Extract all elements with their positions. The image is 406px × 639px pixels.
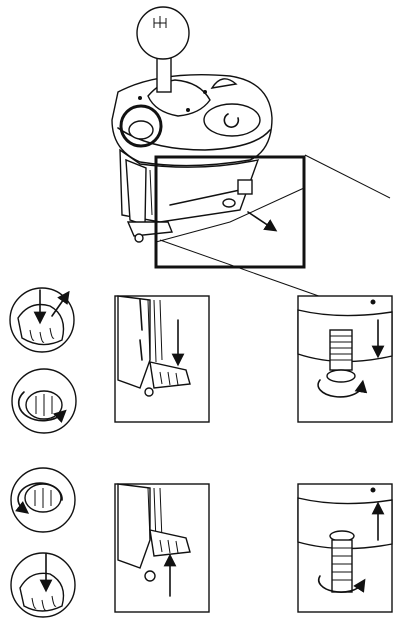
rotate-icon [317, 575, 366, 593]
clamp-arm [125, 158, 147, 226]
step-d [10, 552, 76, 618]
clamp-knob [128, 120, 154, 140]
zoom-frame [154, 155, 306, 269]
bolt-tighten-panel [297, 295, 393, 423]
table-edge-line [304, 154, 391, 199]
clamp-knob-callout [119, 104, 163, 148]
logo-button [203, 103, 261, 137]
knob-bottom [19, 572, 65, 612]
clamp-foot [126, 221, 173, 237]
clamp-foot [149, 361, 191, 389]
insert-arrow [247, 211, 278, 232]
rotate-cw-icon [17, 391, 67, 424]
clamp-release-panel [114, 483, 210, 613]
table-edge-line-lower [159, 239, 331, 301]
shifter-top-view [111, 6, 391, 301]
clamp-pad [237, 179, 253, 195]
shifter-knob [136, 6, 190, 60]
step-c [10, 467, 76, 533]
bolt-loosen-panel [297, 483, 393, 613]
rotate-ccw-icon [15, 482, 63, 514]
gear-pattern-icon [153, 16, 167, 28]
clamp-press-panel [114, 295, 210, 423]
step-b [11, 368, 77, 434]
clamp-foot [149, 529, 191, 557]
lift-arrow-icon [51, 290, 70, 317]
bolt-head [326, 369, 356, 383]
step-a [9, 287, 75, 353]
rotate-icon [317, 379, 368, 398]
housing-dome [210, 78, 238, 89]
housing-base [297, 497, 393, 550]
logo-icon [223, 113, 240, 128]
